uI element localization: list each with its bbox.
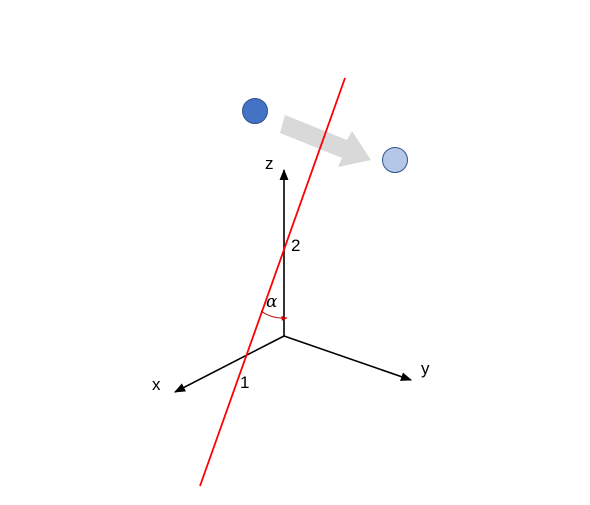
- y-axis-label: y: [421, 359, 430, 378]
- x-axis: [174, 335, 285, 393]
- angle-label: α: [266, 292, 278, 312]
- intercept-z-label: 2: [291, 236, 300, 255]
- ball-start: [242, 98, 268, 124]
- right-arrow-icon: [280, 115, 371, 167]
- x-axis-label: x: [152, 375, 161, 394]
- z-axis-label: z: [265, 154, 274, 173]
- rotation-axis-line: [199, 77, 346, 487]
- ball-end: [382, 147, 408, 173]
- motion-arrow: [280, 115, 371, 167]
- y-axis: [283, 335, 413, 381]
- intercept-x-label: 1: [240, 373, 249, 392]
- angle-arc: [260, 310, 288, 321]
